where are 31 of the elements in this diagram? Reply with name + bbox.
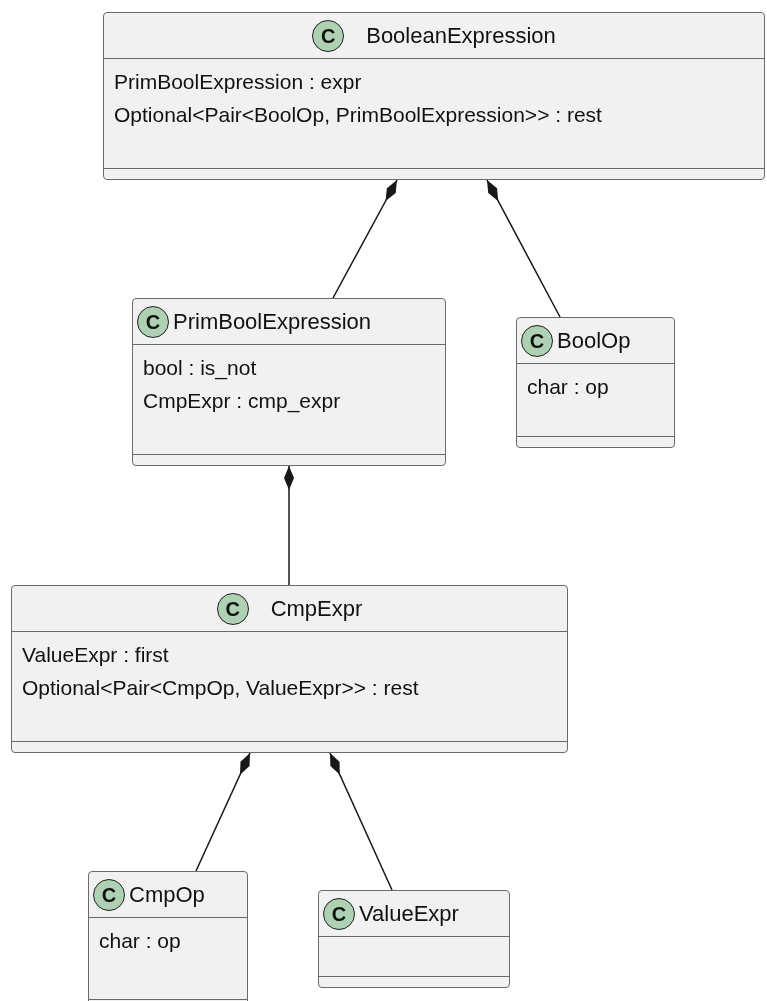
attribute-text: bool : is_not [143,355,258,382]
class-name: ValueExpr [359,901,459,927]
class-name: CmpExpr [270,596,363,622]
class-box [88,871,248,1001]
attribute-text: Optional<Pair<BoolOp, PrimBoolExpression>> : rest [114,102,603,128]
composition-line [195,752,251,872]
class-marker: C [521,325,553,357]
attribute-text: CmpExpr : cmp_expr [143,388,342,415]
class-name: PrimBoolExpression [173,309,372,335]
class-name: BoolOp [557,328,631,354]
class-marker: C [312,20,345,52]
class-name: CmpOp [129,882,205,908]
composition-line [332,179,398,299]
class-box [132,298,446,466]
class-marker: C [323,898,355,930]
class-marker: C [137,306,169,338]
class-box [103,12,765,180]
class-box [516,317,675,448]
class-box [318,890,510,988]
composition-line [284,465,294,586]
attribute-text: ValueExpr : first [22,642,170,668]
composition-line [486,179,561,318]
attribute-text: char : op [527,374,610,400]
class-name: BooleanExpression [366,23,556,49]
attribute-text: char : op [99,928,182,954]
attribute-text: Optional<Pair<CmpOp, ValueExpr>> : rest [22,675,420,701]
composition-line [329,752,393,891]
class-marker: C [93,879,125,911]
class-marker: C [216,593,249,625]
class-box [11,585,568,753]
attribute-text: PrimBoolExpression : expr [114,69,363,95]
